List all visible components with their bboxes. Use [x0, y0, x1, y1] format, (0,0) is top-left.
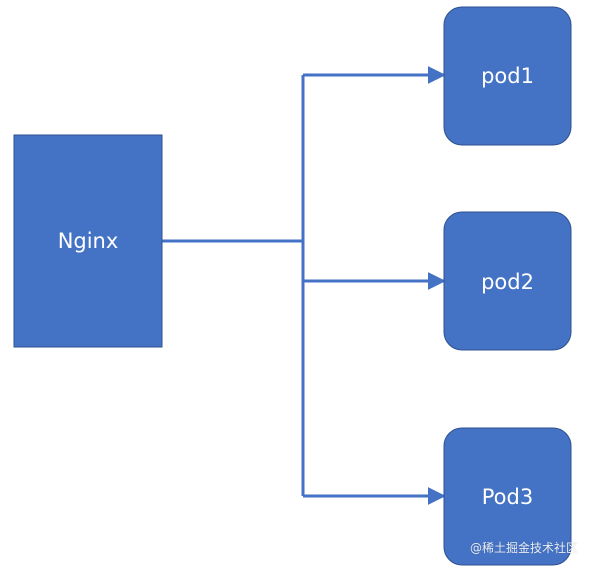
watermark: @稀土掘金技术社区	[469, 541, 578, 555]
node-pod2: pod2	[443, 211, 572, 351]
node-pod2-label: pod2	[481, 270, 534, 294]
node-nginx-label: Nginx	[58, 229, 119, 253]
node-pod3-label: Pod3	[482, 485, 533, 509]
node-pod3: Pod3	[443, 427, 572, 566]
node-pod1: pod1	[443, 6, 572, 146]
node-nginx: Nginx	[13, 134, 163, 348]
node-pod2-shape	[443, 211, 572, 351]
node-pod3-shape	[443, 427, 572, 566]
node-nginx-shape	[13, 134, 163, 348]
connectors	[162, 66, 446, 505]
node-pod1-shape	[443, 6, 572, 146]
node-pod1-label: pod1	[481, 64, 534, 88]
